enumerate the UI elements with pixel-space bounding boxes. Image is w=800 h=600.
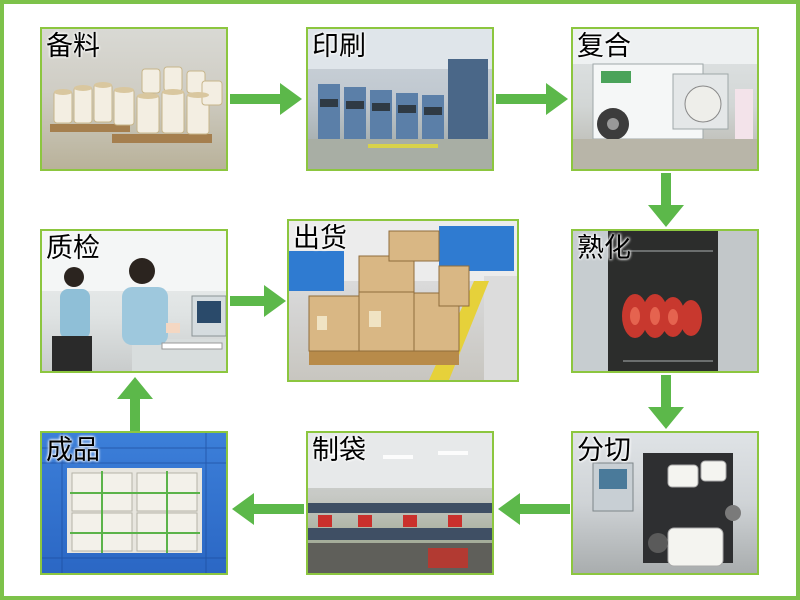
step-label: 质检 [46, 233, 100, 264]
step-label: 分切 [577, 435, 631, 466]
step-chuhuo: 出货 [287, 219, 519, 382]
step-yinshua: 印刷 [306, 27, 494, 171]
step-label: 成品 [46, 435, 100, 466]
step-zhidai: 制袋 [306, 431, 494, 575]
arrow-right-icon [230, 285, 286, 317]
step-label: 出货 [293, 223, 347, 254]
arrow-right-icon [496, 83, 568, 115]
photo-laminating-machine [573, 29, 757, 169]
arrow-left-icon [498, 493, 570, 525]
step-fuhe: 复合 [571, 27, 759, 171]
photo-material-rolls [42, 29, 226, 169]
photo-curing-room [573, 231, 757, 371]
step-shuhua: 熟化 [571, 229, 759, 373]
arrow-down-icon [648, 375, 684, 429]
arrow-up-icon [117, 377, 153, 431]
photo-finished-bags-basket [42, 433, 226, 573]
step-label: 复合 [577, 31, 631, 62]
step-zhijian: 质检 [40, 229, 228, 373]
step-chengpin: 成品 [40, 431, 228, 575]
step-label: 熟化 [577, 233, 631, 264]
step-label: 制袋 [312, 435, 366, 466]
arrow-left-icon [232, 493, 304, 525]
photo-printing-machine [308, 29, 492, 169]
photo-bag-making-line [308, 433, 492, 573]
photo-quality-inspection [42, 231, 226, 371]
step-beiliao: 备料 [40, 27, 228, 171]
step-fenqie: 分切 [571, 431, 759, 575]
step-label: 印刷 [312, 31, 366, 62]
photo-shipping-boxes [289, 221, 517, 380]
step-label: 备料 [46, 31, 100, 62]
photo-slitting-machine [573, 433, 757, 573]
arrow-down-icon [648, 173, 684, 227]
arrow-right-icon [230, 83, 302, 115]
